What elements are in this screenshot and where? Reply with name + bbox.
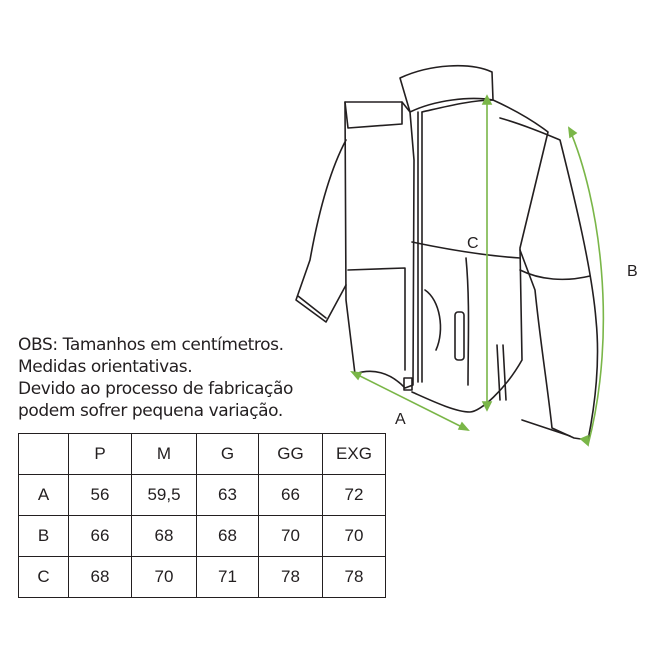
table-header-row: P M G GG EXG xyxy=(18,433,386,475)
jacket-left-sleeve xyxy=(295,139,347,323)
table-cell: 66 xyxy=(68,515,132,557)
measure-line-a xyxy=(351,371,469,431)
measure-label-b: B xyxy=(627,263,638,280)
table-cell: 78 xyxy=(322,556,386,598)
header-cell: M xyxy=(131,433,197,475)
header-cell xyxy=(18,433,69,475)
note-line: Medidas orientativas. xyxy=(18,357,193,377)
size-table: P M G GG EXG A 56 59,5 63 66 72 B 66 68 … xyxy=(18,433,386,598)
note-line: OBS: Tamanhos em centímetros. xyxy=(18,335,284,355)
jacket-right-sleeve xyxy=(499,117,599,441)
jacket-left-panel xyxy=(344,101,415,389)
header-cell: P xyxy=(68,433,132,475)
measure-label-c: C xyxy=(467,235,479,252)
table-cell: 71 xyxy=(196,556,259,598)
notes-block: OBS: Tamanhos em centímetros. Medidas or… xyxy=(18,334,293,422)
row-label: C xyxy=(18,556,69,598)
table-cell: 66 xyxy=(258,474,323,516)
table-row: C 68 70 71 78 78 xyxy=(18,556,386,598)
table-cell: 70 xyxy=(258,515,323,557)
note-line: Devido ao processo de fabricação xyxy=(18,379,293,399)
jacket-zipper xyxy=(417,111,423,383)
jacket-body xyxy=(411,99,549,413)
measure-line-b xyxy=(568,127,605,446)
table-cell: 68 xyxy=(196,515,259,557)
table-cell: 78 xyxy=(258,556,323,598)
table-cell: 68 xyxy=(131,515,197,557)
table-row: A 56 59,5 63 66 72 xyxy=(18,474,386,516)
table-cell: 70 xyxy=(322,515,386,557)
jacket-collar xyxy=(399,64,494,113)
row-label: A xyxy=(18,474,69,516)
header-cell: EXG xyxy=(322,433,386,475)
header-cell: G xyxy=(196,433,259,475)
table-cell: 72 xyxy=(322,474,386,516)
measure-label-a: A xyxy=(395,411,406,428)
table-row: B 66 68 68 70 70 xyxy=(18,515,386,557)
table-cell: 56 xyxy=(68,474,132,516)
table-cell: 59,5 xyxy=(131,474,197,516)
table-cell: 68 xyxy=(68,556,132,598)
note-line: podem sofrer pequena variação. xyxy=(18,401,283,421)
table-cell: 70 xyxy=(131,556,197,598)
row-label: B xyxy=(18,515,69,557)
table-cell: 63 xyxy=(196,474,259,516)
header-cell: GG xyxy=(258,433,323,475)
